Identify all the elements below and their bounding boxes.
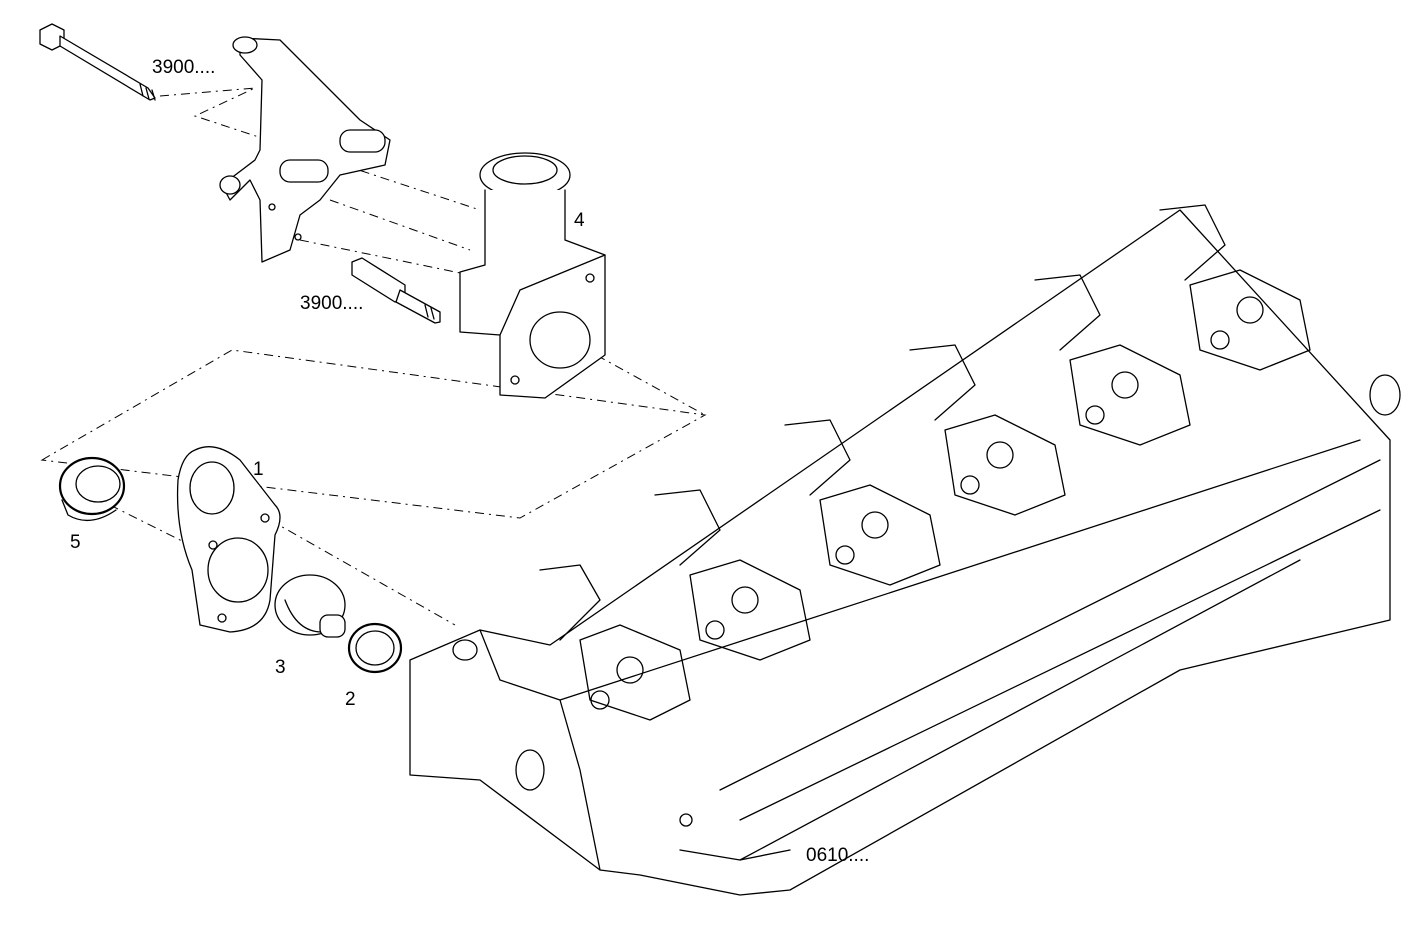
stud-part	[351, 257, 441, 324]
item-4-label: 4	[574, 210, 585, 231]
gasket-part	[176, 446, 281, 633]
bracket-part	[219, 36, 391, 263]
item-3-label: 3	[275, 657, 286, 678]
ref-bolt-label: 3900....	[152, 57, 215, 78]
water-outlet-part	[459, 152, 606, 399]
cylinder-head-part	[409, 204, 1401, 896]
ref-stud-label: 3900....	[300, 293, 363, 314]
callout-labels: 3900.... 3900.... 0610.... 1 2 3 4 5	[70, 57, 869, 866]
thermostat-part	[274, 574, 346, 638]
item-2-label: 2	[345, 689, 356, 710]
seal-ring-part	[58, 456, 126, 522]
item-5-label: 5	[70, 532, 81, 553]
ref-head-label: 0610....	[806, 845, 869, 866]
o-ring-part	[347, 622, 403, 674]
bolt-part	[39, 23, 156, 101]
item-1-label: 1	[253, 459, 264, 480]
assembly-leader-lines	[40, 87, 707, 626]
